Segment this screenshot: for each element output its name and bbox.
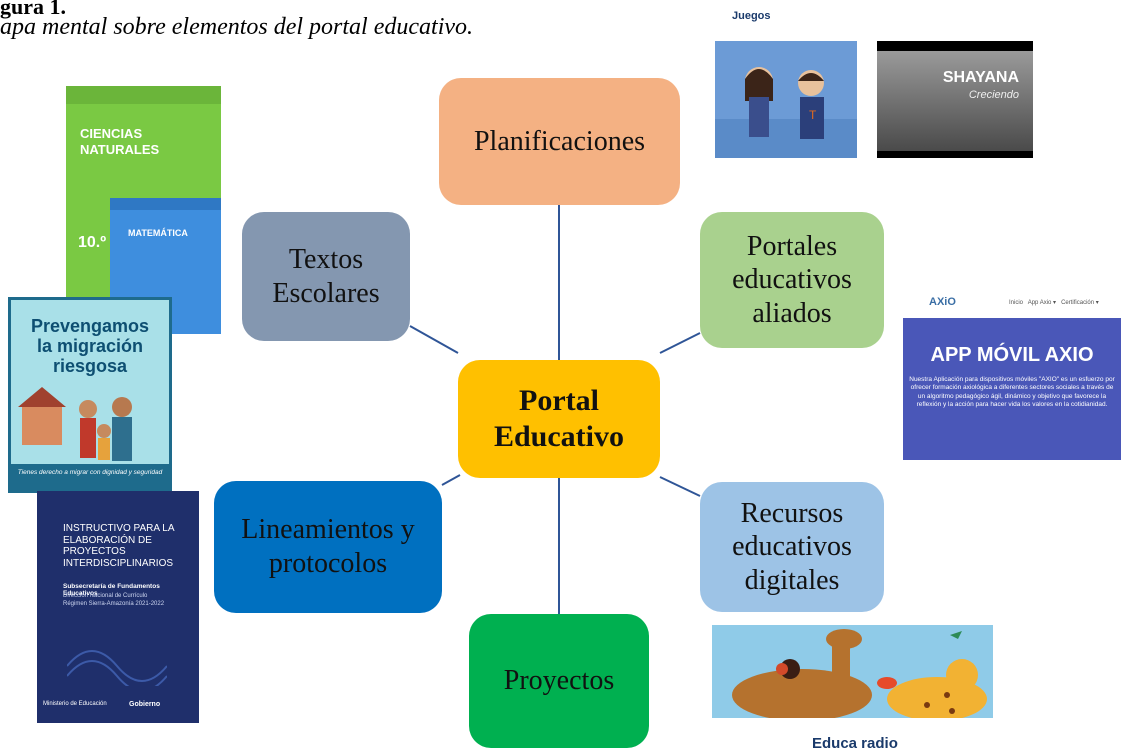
axio-headline: APP MÓVIL AXIO bbox=[930, 344, 1094, 366]
node-portales-educativos: Portales educativos aliados bbox=[700, 212, 884, 348]
juegos-thumbnail-characters: T bbox=[715, 41, 857, 158]
node-label: Textos Escolares bbox=[272, 243, 380, 309]
migracion-book: Prevengamos la migración riesgosa Tienes… bbox=[8, 297, 172, 493]
migracion-footer: Tienes derecho a migrar con dignidad y s… bbox=[17, 469, 163, 476]
node-label: Proyectos bbox=[503, 665, 615, 697]
axio-menu-item[interactable]: Inicio bbox=[1009, 300, 1024, 306]
instructivo-sub2: Dirección Nacional de Currículo bbox=[63, 593, 148, 599]
educa-radio-caption: Educa radio bbox=[812, 735, 898, 752]
connector-portales bbox=[659, 332, 701, 354]
juegos-heading: Juegos bbox=[732, 10, 771, 22]
migracion-title: Prevengamos la migración riesgosa bbox=[8, 316, 172, 376]
axio-thumbnail: AXiO Inicio App Axio ▾ Certificación ▾ A… bbox=[903, 288, 1121, 460]
node-proyectos: Proyectos bbox=[469, 614, 649, 748]
migracion-title-1: Prevengamos bbox=[30, 316, 150, 336]
node-label: Recursos educativos digitales bbox=[732, 497, 852, 596]
instructivo-sub1: Subsecretaría de Fundamentos Educativos bbox=[63, 583, 160, 597]
connector-lineamientos bbox=[441, 474, 461, 486]
decorative-waves bbox=[67, 650, 167, 686]
shayana-subtitle: Creciendo bbox=[968, 89, 1019, 101]
axio-logo: AXiO bbox=[929, 296, 956, 308]
ciencias-grade: 10.º bbox=[78, 234, 107, 251]
educa-radio-thumbnail bbox=[712, 625, 993, 718]
axio-body: Nuestra Aplicación para dispositivos móv… bbox=[909, 376, 1115, 409]
node-label: Lineamientos y protocolos bbox=[241, 514, 415, 579]
figure-title: apa mental sobre elementos del portal ed… bbox=[0, 14, 474, 40]
figure-label: gura 1. bbox=[0, 0, 66, 19]
connector-textos bbox=[409, 325, 459, 354]
axio-menu: Inicio App Axio ▾ Certificación ▾ bbox=[1009, 299, 1099, 306]
node-label: Portales educativos aliados bbox=[732, 230, 852, 329]
node-recursos-educativos: Recursos educativos digitales bbox=[700, 482, 884, 612]
instructivo-footer-1: Ministerio de Educación bbox=[43, 701, 107, 707]
juegos-thumbnail-shayana: SHAYANA Creciendo bbox=[877, 41, 1033, 158]
ciencias-title-2: NATURALES bbox=[80, 142, 160, 157]
axio-menu-item[interactable]: Certificación ▾ bbox=[1061, 300, 1099, 306]
svg-text:T: T bbox=[809, 108, 817, 122]
family-illustration bbox=[18, 387, 132, 461]
connector-recursos bbox=[659, 476, 701, 497]
center-node-label: Portal Educativo bbox=[493, 384, 625, 453]
center-node-portal-educativo: Portal Educativo bbox=[458, 360, 660, 478]
node-label: Planificaciones bbox=[473, 125, 646, 157]
shayana-title: SHAYANA bbox=[942, 69, 1019, 86]
migracion-title-2: la migración bbox=[36, 335, 144, 356]
instructivo-sub3: Régimen Sierra-Amazonía 2021-2022 bbox=[63, 601, 165, 607]
instructivo-title: INSTRUCTIVO PARA LA ELABORACIÓN DE PROYE… bbox=[63, 523, 174, 569]
node-textos-escolares: Textos Escolares bbox=[242, 212, 410, 341]
animals-illustration bbox=[732, 629, 987, 718]
node-planificaciones: Planificaciones bbox=[439, 78, 680, 205]
node-lineamientos: Lineamientos y protocolos bbox=[214, 481, 442, 613]
axio-menu-item[interactable]: App Axio ▾ bbox=[1027, 300, 1057, 306]
characters-illustration: T bbox=[715, 41, 857, 158]
instructivo-footer-2: Gobierno bbox=[129, 701, 161, 708]
ciencias-title-1: CIENCIAS bbox=[80, 126, 143, 141]
instructivo-book: INSTRUCTIVO PARA LA ELABORACIÓN DE PROYE… bbox=[37, 491, 199, 723]
migracion-title-3: riesgosa bbox=[52, 355, 128, 376]
matematica-title: MATEMÁTICA bbox=[128, 228, 188, 238]
